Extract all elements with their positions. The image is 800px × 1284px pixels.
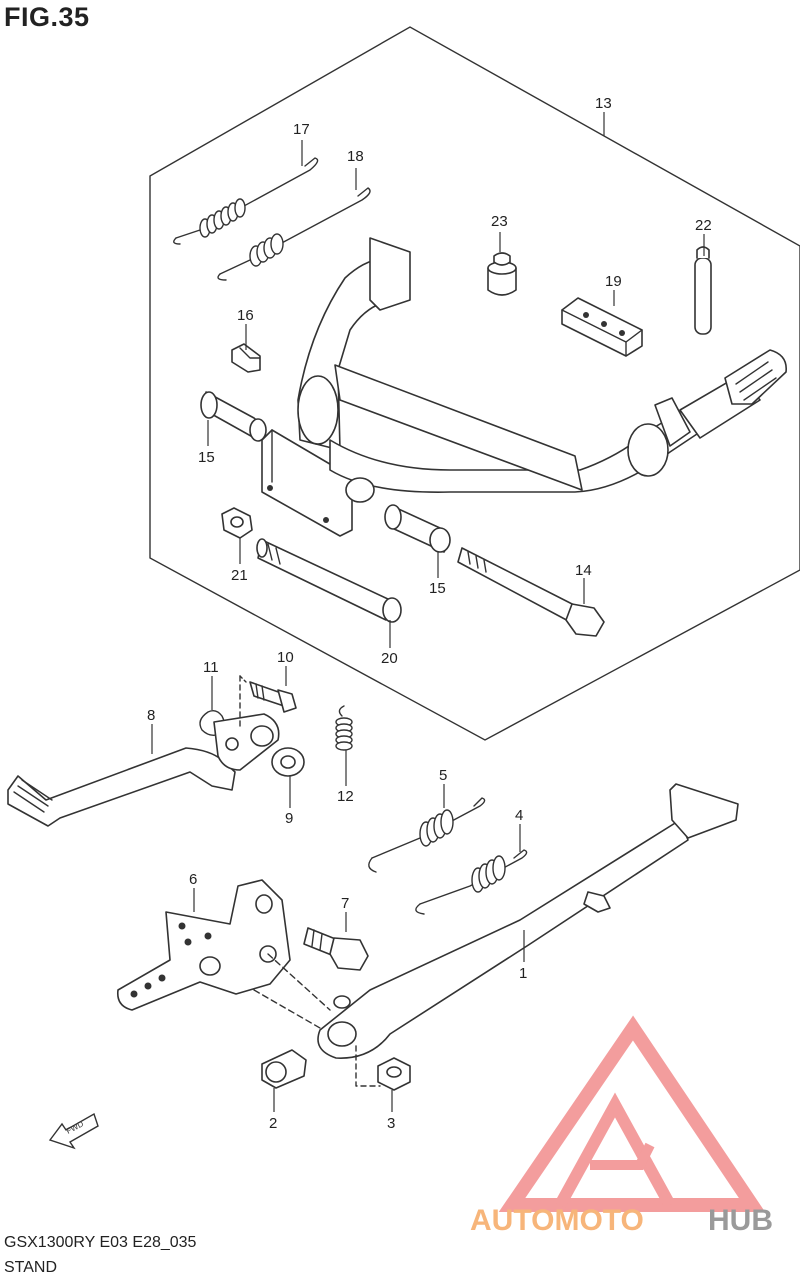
callout-15-upper: 15 bbox=[198, 449, 215, 466]
callout-17: 17 bbox=[293, 121, 310, 138]
callout-4: 4 bbox=[515, 807, 523, 824]
forward-arrow-icon: FWD bbox=[48, 1112, 99, 1150]
nut-21 bbox=[221, 507, 253, 539]
watermark-prefix: AUTOMOTO bbox=[470, 1204, 644, 1237]
watermark-text: AUTOMOTO HUB bbox=[470, 1204, 773, 1237]
bolt-16 bbox=[231, 343, 261, 373]
callout-5: 5 bbox=[439, 767, 447, 784]
watermark-logo bbox=[498, 1015, 766, 1212]
callout-10: 10 bbox=[277, 649, 294, 666]
callout-8: 8 bbox=[147, 707, 155, 724]
spring-4 bbox=[415, 849, 528, 915]
callout-20: 20 bbox=[381, 650, 398, 667]
callout-11: 11 bbox=[203, 659, 219, 676]
callout-23: 23 bbox=[491, 213, 508, 230]
bushing-15-upper bbox=[200, 391, 267, 442]
shaft-20 bbox=[256, 538, 402, 623]
callout-12: 12 bbox=[337, 788, 354, 805]
callout-19: 19 bbox=[605, 273, 622, 290]
bolt-10 bbox=[249, 681, 297, 713]
side-stand-1 bbox=[317, 783, 739, 1059]
callout-numbers: 17 18 13 23 22 19 16 15 21 15 14 20 10 1… bbox=[147, 95, 712, 1132]
spring-12 bbox=[335, 705, 353, 751]
nut-3 bbox=[377, 1057, 411, 1091]
callout-13: 13 bbox=[595, 95, 612, 112]
callout-21: 21 bbox=[231, 567, 248, 584]
callout-2: 2 bbox=[269, 1115, 277, 1132]
assembly-13-frame bbox=[149, 26, 800, 741]
callout-22: 22 bbox=[695, 217, 712, 234]
watermark-suffix: HUB bbox=[708, 1204, 773, 1237]
bolt-14 bbox=[457, 547, 605, 637]
callout-1: 1 bbox=[519, 965, 527, 982]
center-stand-13 bbox=[261, 237, 787, 537]
stopper-19 bbox=[561, 297, 643, 357]
bracket-6 bbox=[116, 879, 291, 1011]
callout-3: 3 bbox=[387, 1115, 395, 1132]
bolt-7 bbox=[303, 927, 369, 971]
callout-16: 16 bbox=[237, 307, 254, 324]
washer-9 bbox=[271, 747, 305, 777]
bushing-15-lower bbox=[384, 504, 451, 553]
callout-6: 6 bbox=[189, 871, 197, 888]
cap-23 bbox=[487, 252, 517, 296]
callout-14: 14 bbox=[575, 562, 592, 579]
leader-lines bbox=[151, 112, 705, 1112]
pin-22 bbox=[694, 246, 712, 335]
spring-18 bbox=[217, 187, 371, 281]
section-name: STAND bbox=[4, 1259, 58, 1276]
figure-title: FIG.35 bbox=[4, 2, 90, 32]
brake-pedal-8 bbox=[7, 713, 280, 827]
spring-17 bbox=[173, 157, 319, 245]
bolt-2 bbox=[261, 1049, 307, 1089]
callout-18: 18 bbox=[347, 148, 364, 165]
spring-5 bbox=[368, 797, 486, 873]
callout-7: 7 bbox=[341, 895, 349, 912]
callout-15-lower: 15 bbox=[429, 580, 446, 597]
model-code: GSX1300RY E03 E28_035 bbox=[4, 1234, 197, 1251]
callout-9: 9 bbox=[285, 810, 293, 827]
assembly-lines bbox=[239, 675, 381, 1087]
